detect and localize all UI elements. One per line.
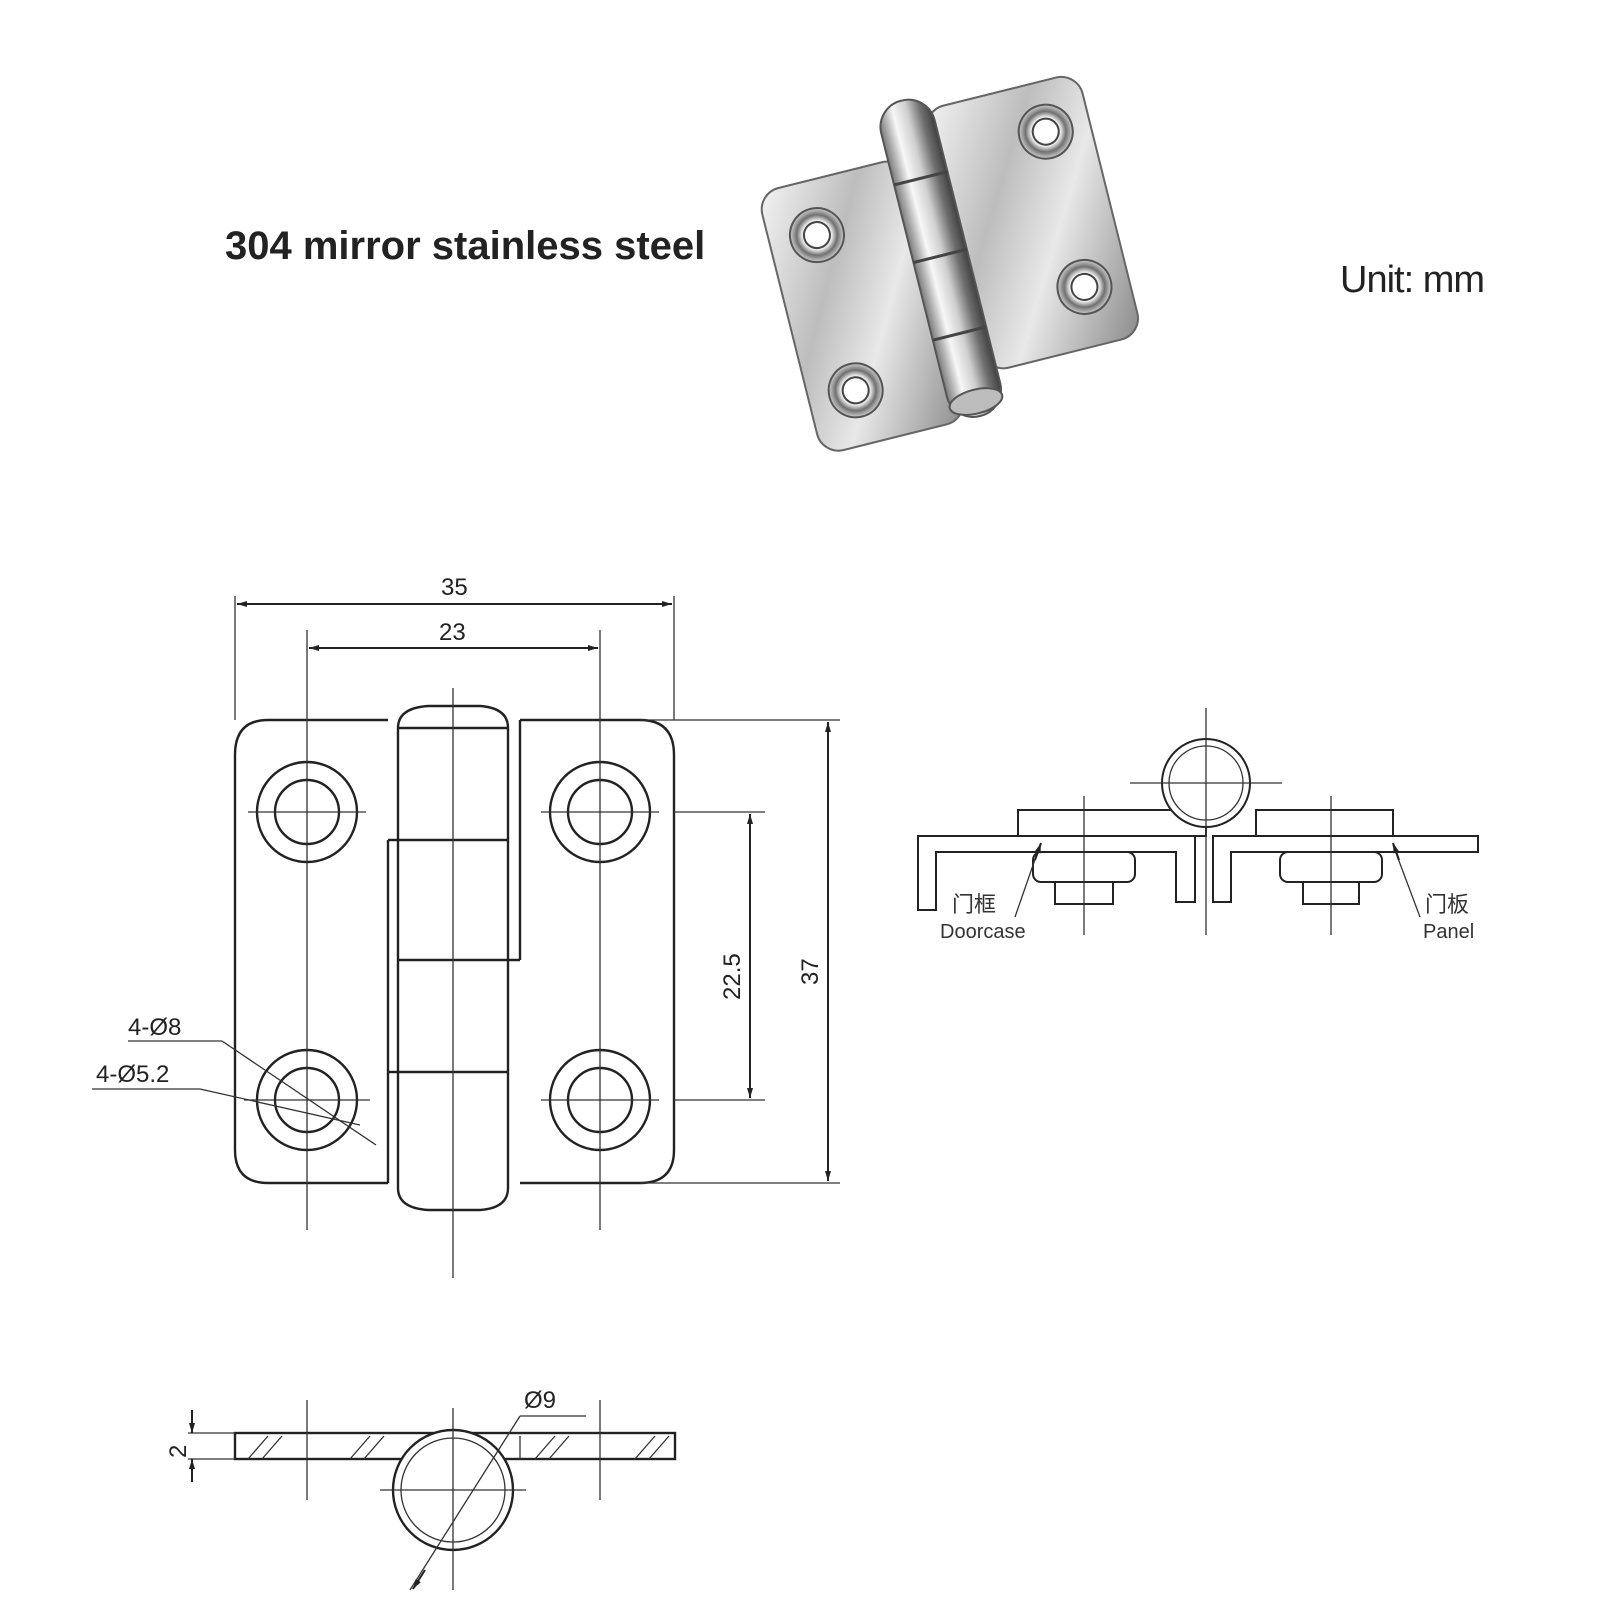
dim-overall-width: 35	[441, 574, 468, 601]
section-view: 2 Ø9	[165, 1387, 677, 1591]
dim-counterbore: 4-Ø8	[128, 1014, 181, 1041]
dim-hole-spacing-y: 22.5	[719, 953, 746, 1000]
hinge-photo	[760, 75, 1139, 452]
installation-view: 门框 Doorcase 门板 Panel	[917, 708, 1479, 943]
dim-knuckle-diameter: Ø9	[524, 1387, 556, 1414]
panel-cn-label: 门板	[1425, 893, 1469, 918]
front-view: 35 23 22.5 37 4-Ø8 4-Ø5.2	[92, 574, 840, 1278]
dim-thickness: 2	[165, 1445, 192, 1458]
dim-overall-height: 37	[797, 958, 824, 985]
doorframe-en-label: Doorcase	[940, 921, 1026, 943]
dim-hole-spacing-x: 23	[439, 619, 466, 646]
center-lines	[244, 630, 659, 1278]
panel-en-label: Panel	[1423, 921, 1474, 943]
unit-label: Unit: mm	[1340, 259, 1484, 301]
material-label: 304 mirror stainless steel	[225, 224, 705, 268]
doorframe-cn-label: 门框	[952, 893, 996, 918]
dim-hole: 4-Ø5.2	[96, 1061, 169, 1088]
